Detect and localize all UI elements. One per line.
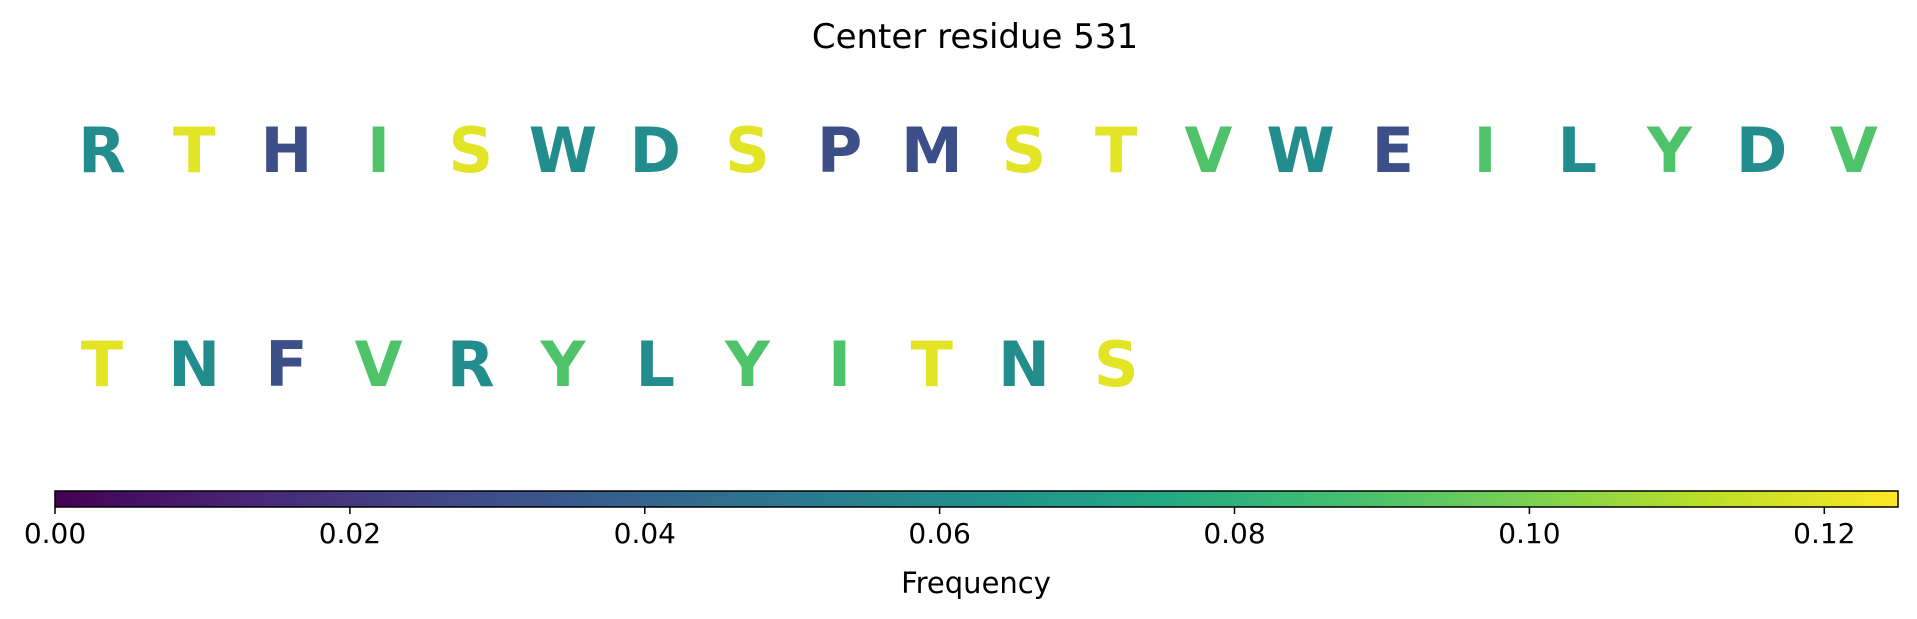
residue-letter: L [635,328,675,401]
residue-letter: T [81,328,123,401]
residue-letter: I [367,114,390,187]
residue-letter: I [828,328,851,401]
residue-letter: I [1473,114,1496,187]
residue-letter: S [448,114,493,187]
colorbar-ticks: 0.00 0.02 0.04 0.06 0.08 0.10 0.12 [24,507,1855,550]
residue-letter: V [1184,114,1232,187]
colorbar-tick-label: 0.06 [908,517,970,550]
colorbar-axis-label: Frequency [901,566,1051,600]
colorbar-tick-label: 0.08 [1203,517,1265,550]
residue-letter: D [1736,114,1787,187]
residue-letter: S [1094,328,1139,401]
residue-letter: V [355,328,403,401]
residue-letter: S [725,114,770,187]
residue-letter: T [911,328,953,401]
colorbar: 0.00 0.02 0.04 0.06 0.08 0.10 0.12 Frequency [24,490,1899,600]
residue-letter: Y [540,328,587,401]
residue-letter: L [1557,114,1597,187]
residue-letter: W [529,114,597,187]
residue-letter: T [1095,114,1137,187]
residue-letter: H [260,114,312,187]
colorbar-tick-label: 0.04 [614,517,676,550]
residue-letter: F [265,328,307,401]
residue-letter: Y [724,328,771,401]
colorbar-gradient-bar [54,490,1899,508]
residue-letter: R [447,328,495,401]
residue-letter: E [1372,114,1414,187]
residue-letter: N [998,328,1050,401]
colorbar-tick-label: 0.02 [319,517,381,550]
residue-letter: D [629,114,680,187]
residue-letter: T [173,114,215,187]
residue-letter: S [1002,114,1047,187]
residue-letter: W [1266,114,1334,187]
residue-letter: P [817,114,862,187]
colorbar-tick-label: 0.10 [1498,517,1560,550]
residue-letter: Y [1646,114,1693,187]
residue-letter: V [1830,114,1878,187]
residue-letter: R [78,114,126,187]
colorbar-tick-label: 0.00 [24,517,86,550]
residue-letter: N [168,328,220,401]
residue-letter: M [901,114,963,187]
chart-title: Center residue 531 [812,17,1138,57]
colorbar-tick-label: 0.12 [1793,517,1855,550]
